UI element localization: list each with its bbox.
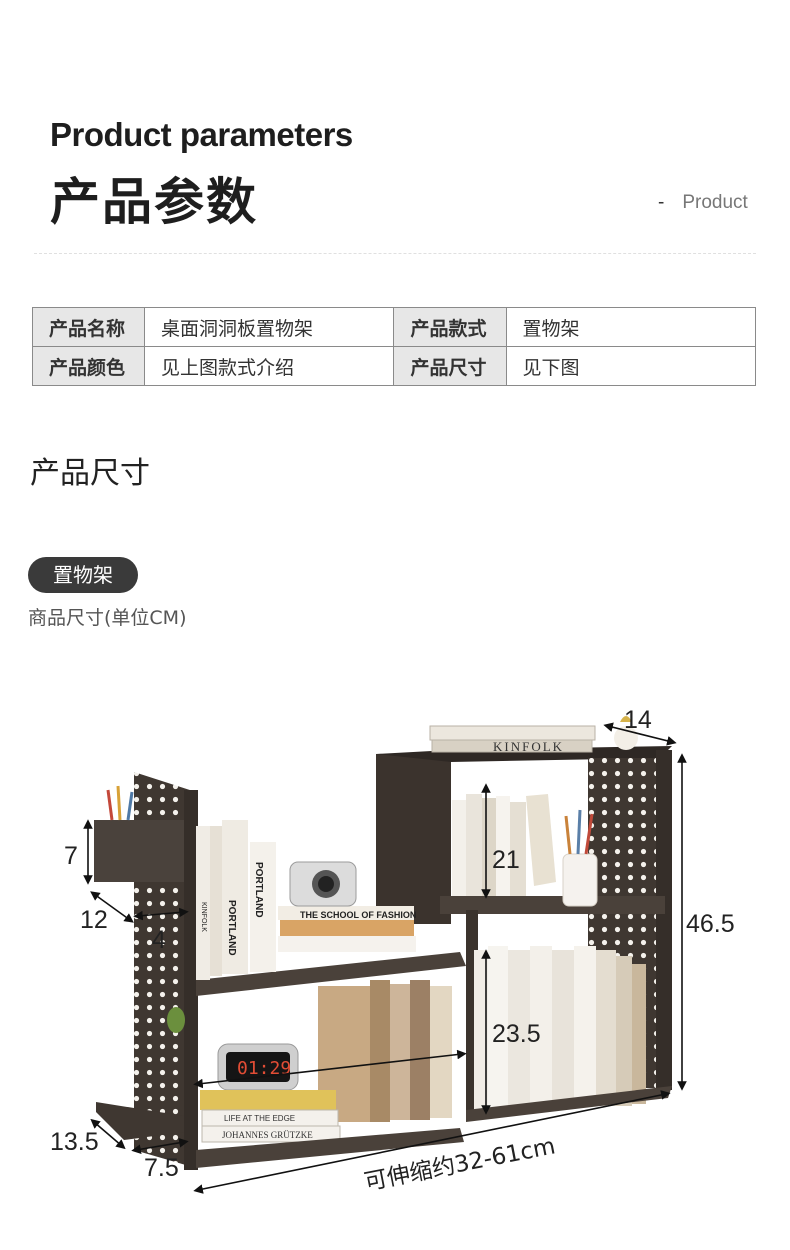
dim-box-width: 4 [152, 926, 166, 954]
params-table: 产品名称 桌面洞洞板置物架 产品款式 置物架 产品颜色 见上图款式介绍 产品尺寸… [31, 307, 757, 386]
product-type-pill: 置物架 [28, 557, 138, 593]
param-key: 产品名称 [31, 307, 146, 347]
dim-box-height: 7 [64, 842, 78, 870]
param-key: 产品尺寸 [393, 346, 507, 386]
product-tag: -Product [658, 192, 748, 214]
dim-box-depth: 12 [80, 906, 108, 934]
book-spine-text: PORTLAND [226, 900, 237, 956]
dim-depth-top: 14 [624, 706, 652, 734]
param-value: 置物架 [505, 307, 757, 347]
dim-lower-shelf-height: 23.5 [492, 1020, 541, 1048]
page-title-en: Product parameters [50, 116, 353, 153]
middle-shelf: PORTLAND PORTLAND KINFOLK THE SCHOOL OF … [196, 820, 466, 996]
book-title-top: KINFOLK [493, 739, 564, 754]
unit-note: 商品尺寸(单位CM) [28, 607, 187, 629]
param-value: 见上图款式介绍 [144, 346, 395, 386]
left-pegboard [94, 772, 198, 1170]
book-title-life: LIFE AT THE EDGE [224, 1114, 295, 1123]
top-book-stack: KINFOLK [429, 716, 638, 754]
param-key: 产品颜色 [31, 346, 146, 386]
param-key: 产品款式 [393, 307, 507, 347]
param-value: 见下图 [505, 346, 757, 386]
param-value: 桌面洞洞板置物架 [144, 307, 395, 347]
section-divider [34, 253, 756, 254]
book-spine-text: KINFOLK [200, 902, 207, 932]
book-title-johannes: JOHANNES GRÜTZKE [222, 1130, 313, 1140]
dim-upper-shelf-height: 21 [492, 846, 520, 874]
book-title-school: THE SCHOOL OF FASHION [300, 910, 416, 920]
dim-tray-width: 7.5 [144, 1154, 179, 1182]
dim-height-total: 46.5 [686, 910, 735, 938]
book-spine-text: PORTLAND [253, 862, 264, 918]
product-dimension-illustration: KINFOLK [50, 706, 735, 1196]
lower-left-shelf: 01:29 JOHANNES GRÜTZKE LIFE AT THE EDGE [196, 980, 464, 1168]
tag-dash: - [658, 192, 665, 213]
dim-tray-depth: 13.5 [50, 1128, 99, 1156]
upper-shelf-books [452, 794, 598, 907]
tag-label: Product [682, 192, 748, 213]
size-section-title: 产品尺寸 [30, 456, 150, 491]
table-row: 产品名称 桌面洞洞板置物架 产品款式 置物架 [31, 307, 757, 347]
dimension-lines [83, 722, 687, 1194]
table-row: 产品颜色 见上图款式介绍 产品尺寸 见下图 [31, 346, 757, 386]
page-title-zh: 产品参数 [50, 173, 258, 231]
